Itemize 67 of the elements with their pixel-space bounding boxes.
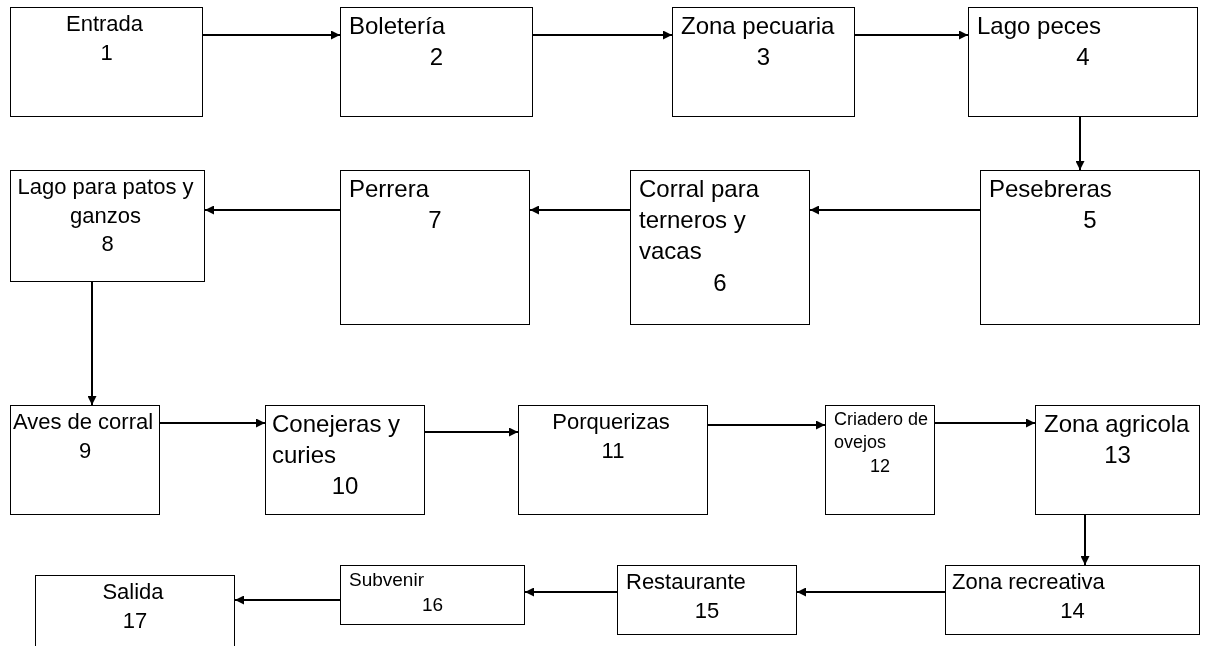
station-number: 15	[693, 596, 721, 625]
station-number: 4	[1075, 42, 1091, 73]
station-name: Aves de corral	[11, 408, 155, 436]
station-name: Perrera	[348, 174, 431, 204]
arrow	[204, 205, 341, 215]
process-box	[10, 7, 203, 117]
arrow	[796, 587, 946, 597]
station-name: Salida	[101, 578, 165, 606]
station-name: Entrada	[64, 10, 145, 38]
arrow	[809, 205, 981, 215]
process-box	[945, 565, 1200, 635]
station-name: Subvenir	[348, 568, 425, 592]
process-box	[340, 565, 525, 625]
process-box	[10, 170, 205, 282]
process-box	[980, 170, 1200, 325]
station-number: 8	[100, 230, 115, 259]
process-box	[825, 405, 935, 515]
process-box	[35, 575, 235, 646]
station-name: Conejeras y curies	[271, 409, 402, 471]
station-number: 3	[755, 42, 772, 73]
arrow	[532, 30, 673, 40]
station-number: 6	[712, 267, 728, 298]
station-name: Pesebreras	[988, 174, 1113, 204]
station-number: 14	[1059, 596, 1086, 625]
process-box	[617, 565, 797, 635]
station-number: 5	[1082, 205, 1098, 236]
station-name: Criadero de ovejos	[833, 408, 930, 455]
station-name: Lago peces	[976, 11, 1103, 41]
station-name: Zona pecuaria	[680, 11, 836, 41]
station-name: Zona recreativa	[951, 568, 1106, 596]
station-number: 12	[869, 454, 891, 478]
arrow	[159, 418, 266, 428]
arrow	[234, 595, 341, 605]
station-number: 10	[330, 471, 360, 502]
station-name: Lago para patos y ganzos	[16, 173, 195, 230]
process-box	[340, 7, 533, 117]
arrow	[934, 418, 1036, 428]
arrow	[202, 30, 341, 40]
arrow	[524, 587, 618, 597]
station-number: 13	[1103, 440, 1132, 471]
station-number: 11	[600, 436, 626, 465]
station-name: Zona agricola	[1043, 409, 1191, 439]
station-name: Porquerizas	[551, 408, 671, 436]
station-name: Boletería	[348, 11, 447, 41]
arrow	[1080, 514, 1090, 566]
arrow	[707, 420, 826, 430]
process-box	[1035, 405, 1200, 515]
process-box	[265, 405, 425, 515]
station-number: 16	[420, 592, 445, 617]
arrow	[529, 205, 631, 215]
process-box	[968, 7, 1198, 117]
process-box	[518, 405, 708, 515]
process-box	[630, 170, 810, 325]
arrow	[424, 427, 519, 437]
station-number: 7	[427, 205, 443, 236]
station-number: 1	[99, 38, 114, 67]
station-number: 17	[121, 606, 149, 635]
process-box	[10, 405, 160, 515]
station-number: 2	[428, 42, 445, 73]
arrow	[1075, 116, 1085, 171]
arrow	[854, 30, 969, 40]
process-box	[672, 7, 855, 117]
process-box	[340, 170, 530, 325]
station-name: Restaurante	[625, 568, 747, 596]
station-name: Corral para terneros y vacas	[638, 174, 761, 267]
arrow	[87, 281, 97, 406]
station-number: 9	[77, 436, 93, 465]
